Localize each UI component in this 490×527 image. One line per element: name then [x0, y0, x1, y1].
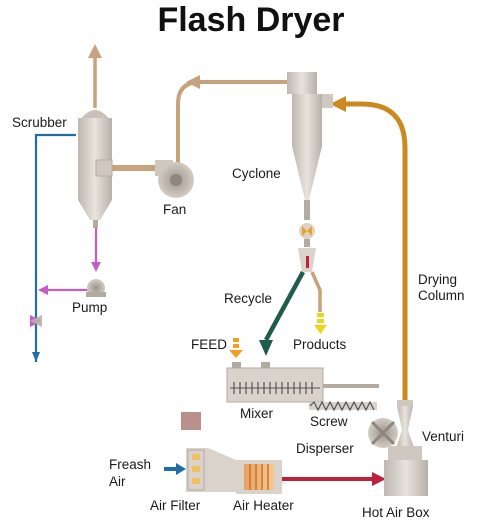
label-disperser: Disperser	[296, 441, 354, 456]
product-arrow-icon	[314, 313, 327, 334]
water-line	[30, 133, 76, 362]
page-title: Flash Dryer	[157, 1, 344, 39]
legend-swatch	[181, 412, 201, 430]
product-line	[310, 271, 327, 334]
label-feed: FEED	[191, 337, 227, 352]
cyclone[interactable]	[287, 72, 333, 272]
fresh-air-arrow	[164, 463, 186, 475]
scrubber[interactable]	[78, 110, 113, 228]
label-mixer: Mixer	[240, 406, 274, 421]
disperser[interactable]	[368, 418, 398, 448]
feed-arrow-icon	[229, 338, 243, 358]
label-products: Products	[293, 337, 347, 352]
pump-line	[38, 226, 101, 295]
label-hot-air-box: Hot Air Box	[362, 505, 430, 520]
label-air-heater: Air Heater	[233, 498, 294, 513]
label-pump: Pump	[72, 300, 107, 315]
label-column: Column	[418, 288, 465, 303]
screw-conveyor[interactable]	[309, 400, 377, 412]
cyclone-to-fan-duct	[176, 75, 287, 168]
label-drying: Drying	[418, 272, 457, 287]
air-filter[interactable]	[186, 448, 236, 492]
venturi[interactable]	[396, 400, 414, 448]
label-cyclone: Cyclone	[232, 166, 281, 181]
recycle-line	[259, 270, 305, 356]
label-fan: Fan	[163, 202, 186, 217]
label-air: Air	[109, 474, 126, 489]
valve-icon[interactable]	[30, 315, 42, 327]
fan[interactable]	[155, 160, 194, 198]
pump[interactable]	[86, 279, 106, 297]
drying-column	[330, 96, 408, 402]
label-recycle: Recycle	[224, 291, 272, 306]
label-air-filter: Air Filter	[150, 498, 201, 513]
air-heater[interactable]	[236, 460, 282, 494]
hot-air-box[interactable]	[384, 446, 428, 496]
label-venturi: Venturi	[422, 429, 464, 444]
exhaust-duct	[88, 44, 102, 108]
label-fresh: Freash	[109, 457, 151, 472]
hot-air-duct	[282, 472, 386, 486]
label-screw: Screw	[310, 414, 348, 429]
mixer[interactable]	[226, 362, 379, 403]
label-scrubber: Scrubber	[12, 115, 67, 130]
